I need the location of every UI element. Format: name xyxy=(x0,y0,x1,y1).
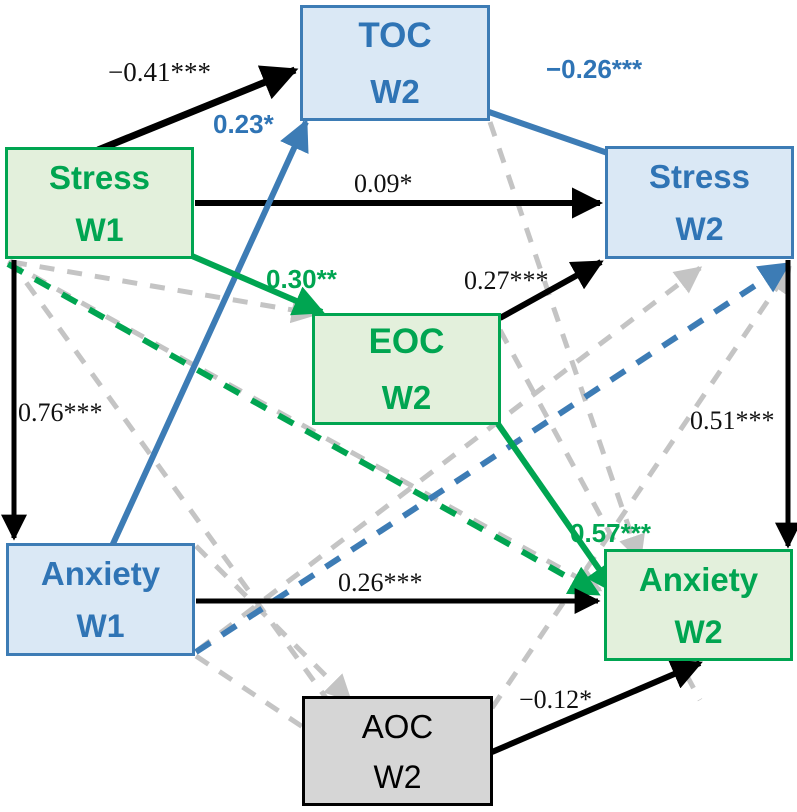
path-eoc-w2-to-anxiety-w2 xyxy=(495,422,618,595)
dashed-path-stress-w1-to-eoc-w2 xyxy=(11,259,319,324)
node-stress-w2[interactable]: Stress W2 xyxy=(605,146,794,259)
node-stress-w1[interactable]: Stress W1 xyxy=(5,147,194,259)
path-stress-w1-to-eoc-w2 xyxy=(190,253,325,316)
node-stress-w1-name: Stress xyxy=(49,158,150,196)
dashed-path-stress-w1-to-aoc-w2 xyxy=(7,258,363,748)
node-aoc-w2-wave: W2 xyxy=(373,758,422,795)
node-anxiety-w2-wave: W2 xyxy=(674,613,723,650)
edge-label-aoc-w2-to-anxiety-w2: −0.12* xyxy=(519,685,593,714)
node-anxiety-w2-name: Anxiety xyxy=(638,560,759,598)
path-anxiety-w1-to-toc-w2 xyxy=(109,119,309,548)
node-eoc-w2[interactable]: EOC W2 xyxy=(312,313,501,425)
path-eoc-w2-to-stress-w2 xyxy=(498,259,604,321)
edge-label-eoc-w2-to-stress-w2: 0.27*** xyxy=(464,266,549,295)
node-eoc-w2-name: EOC xyxy=(368,322,445,361)
edge-label-stress-w1-to-anxiety-w1: 0.76*** xyxy=(18,398,103,427)
edge-label-toc-w2-to-stress-w2: −0.26*** xyxy=(546,54,643,84)
node-anxiety-w1[interactable]: Anxiety W1 xyxy=(6,543,195,656)
node-anxiety-w2[interactable]: Anxiety W2 xyxy=(604,549,793,661)
edge-label-eoc-w2-to-anxiety-w2: 0.57*** xyxy=(570,518,651,548)
node-anxiety-w1-wave: W1 xyxy=(76,608,125,644)
edge-label-stress-w1-to-stress-w2: 0.09* xyxy=(354,169,413,198)
dashed-path-stress-w1-to-anxiety-w2 xyxy=(6,259,603,593)
node-stress-w2-wave: W2 xyxy=(675,211,724,247)
node-toc-w2[interactable]: TOC W2 xyxy=(300,5,490,121)
edge-label-anxiety-w1-to-toc-w2: 0.23* xyxy=(213,109,274,139)
node-aoc-w2[interactable]: AOC W2 xyxy=(302,696,493,806)
dashed-path-stress-w1-to-anxiety-w2-green xyxy=(6,261,601,597)
dashed-path-anxiety-w1-to-aoc-w2 xyxy=(194,544,352,702)
node-stress-w2-name: Stress xyxy=(649,158,750,195)
edge-label-stress-w1-to-eoc-w2: 0.30** xyxy=(266,264,337,294)
edge-label-stress-w2-to-anxiety-w2: 0.51*** xyxy=(690,406,775,435)
node-stress-w1-wave: W1 xyxy=(75,211,124,248)
node-toc-w2-wave: W2 xyxy=(370,73,420,110)
dashed-path-anxiety-w1-to-stress-w2-blue xyxy=(194,261,791,655)
node-toc-w2-name: TOC xyxy=(358,16,432,55)
node-aoc-w2-name: AOC xyxy=(361,707,434,745)
dashed-path-toc-w2-to-anxiety-w2 xyxy=(487,121,645,563)
path-stress-w1-to-toc-w2 xyxy=(96,65,299,154)
path-aoc-w2-to-anxiety-w2 xyxy=(490,659,703,755)
edge-label-stress-w1-to-toc-w2: −0.41*** xyxy=(108,57,211,87)
dashed-path-aoc-w2-to-stress-w2 xyxy=(489,265,793,710)
edge-label-anxiety-w1-to-anxiety-w2: 0.26*** xyxy=(338,568,423,597)
node-eoc-w2-wave: W2 xyxy=(381,379,432,416)
node-anxiety-w1-name: Anxiety xyxy=(40,555,161,592)
dashed-path-anxiety-w1-to-stress-w2 xyxy=(196,266,703,652)
